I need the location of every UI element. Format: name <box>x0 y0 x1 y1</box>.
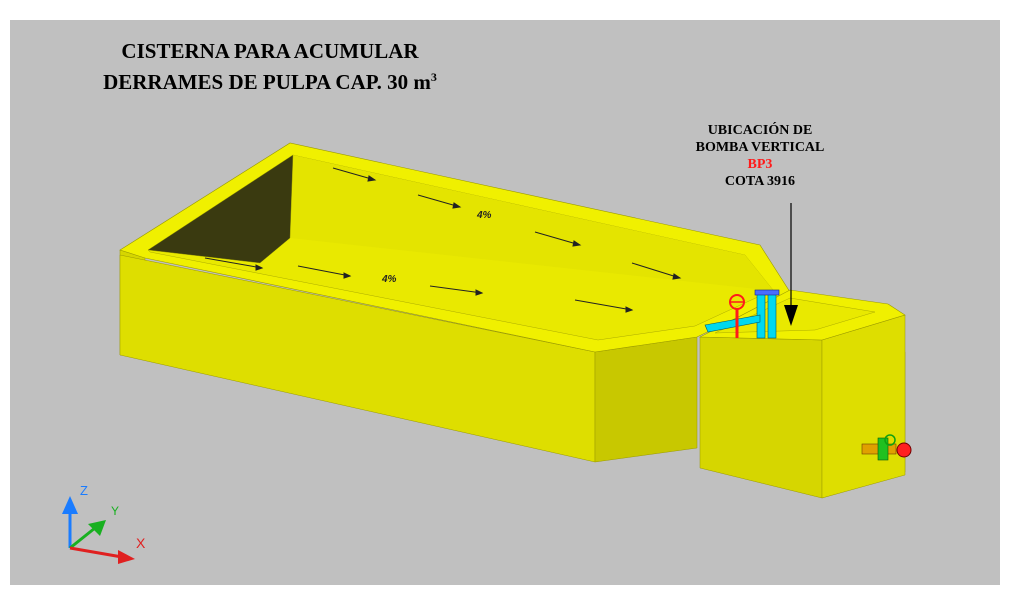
pump-location-label: UBICACIÓN DE BOMBA VERTICAL BP3 COTA 391… <box>660 122 860 190</box>
flow-arrow <box>574 299 633 311</box>
pump-label-line-2: BOMBA VERTICAL <box>695 140 825 155</box>
slope-label: 4% <box>381 274 397 285</box>
flow-arrow <box>332 167 376 181</box>
axis-label-z: Z <box>80 483 88 498</box>
title-superscript: 3 <box>430 70 437 84</box>
title-line-2: DERRAMES DE PULPA CAP. 30 m3 <box>100 64 440 95</box>
flow-arrow-head <box>475 289 484 296</box>
pump-beam <box>704 314 761 333</box>
y-axis-line <box>69 526 96 550</box>
flow-arrow-head <box>625 306 634 313</box>
outlet-valve <box>861 434 912 461</box>
z-axis-arrow <box>62 496 78 514</box>
pit-front-face <box>699 336 823 499</box>
pump-pointer-arrowhead <box>784 305 798 326</box>
flow-arrows <box>204 167 682 313</box>
ucs-axis-icon: Z Y X <box>62 483 146 564</box>
outlet-handwheel-icon <box>884 434 896 446</box>
title-line-1: CISTERNA PARA ACUMULAR <box>121 39 419 63</box>
pump-id-label: BP3 <box>747 157 773 172</box>
flow-arrow <box>631 262 681 279</box>
pump-frame-top <box>754 289 780 296</box>
flow-arrow-head <box>572 240 582 247</box>
basin-left-interior-shadow <box>147 154 294 264</box>
basin-corner-face <box>594 336 698 463</box>
flow-arrow <box>204 257 263 269</box>
outlet-body <box>877 437 889 461</box>
flow-arrow-head <box>343 272 352 279</box>
axis-label-x: X <box>136 535 146 551</box>
x-axis-arrow <box>118 550 135 564</box>
pump-elevation-label: COTA 3916 <box>724 174 796 189</box>
flow-arrow <box>534 231 581 246</box>
flow-arrow-head <box>255 264 264 271</box>
flow-arrow-head <box>452 202 462 209</box>
basin-back-wall <box>290 155 773 290</box>
outlet-flange-icon <box>896 442 912 458</box>
y-axis-arrow <box>88 520 106 536</box>
axis-label-y: Y <box>111 504 119 518</box>
pump-label-line-1: UBICACIÓN DE <box>707 123 813 138</box>
x-axis-line <box>69 546 123 559</box>
pit-right-face <box>821 314 906 499</box>
flow-arrow <box>429 285 483 294</box>
pump-assembly <box>704 289 780 339</box>
drawing-title: CISTERNA PARA ACUMULAR DERRAMES DE PULPA… <box>100 38 440 95</box>
flow-arrow <box>297 265 351 277</box>
flow-arrow-head <box>672 273 682 280</box>
pump-frame-left <box>756 291 766 339</box>
pump-frame-right <box>767 291 777 339</box>
title-line-2-text: DERRAMES DE PULPA CAP. 30 m <box>103 70 431 94</box>
flow-arrow-head <box>367 175 377 182</box>
flow-arrow <box>417 194 461 208</box>
slope-label: 4% <box>476 210 492 221</box>
